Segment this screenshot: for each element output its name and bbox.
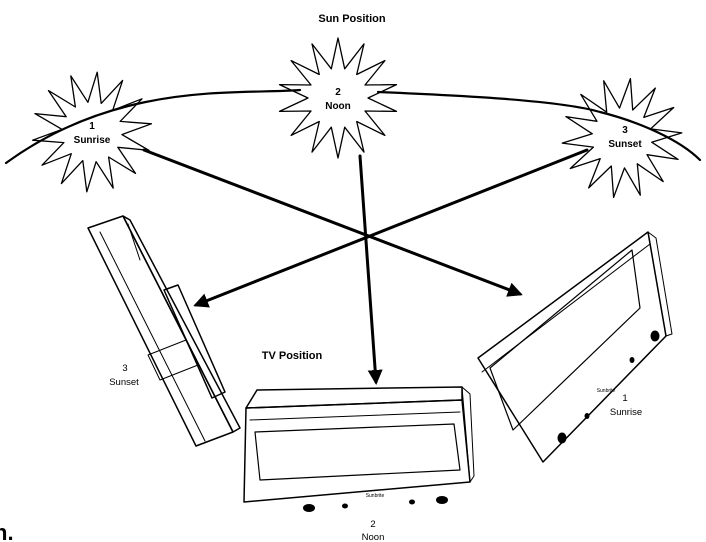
sun-sunrise-label: Sunrise: [74, 135, 111, 146]
sun-sunrise-icon: [31, 71, 153, 193]
tv-sunrise-brand: Sunbrite: [597, 388, 616, 394]
tv-noon-button-icon: [303, 504, 315, 512]
tv-noon-button-icon: [436, 496, 448, 504]
tv-sunrise-button-icon: [629, 357, 635, 363]
tv-sunrise-button-icon: [584, 413, 590, 419]
sun-path-arc: [4, 88, 702, 165]
sun-noon-number: 2: [335, 87, 341, 98]
sun-noon: 2 Noon: [278, 37, 398, 159]
sun-noon-label: Noon: [325, 101, 351, 112]
tv-position-title: TV Position: [262, 350, 323, 362]
tv-sunrise-button-icon: [650, 330, 660, 342]
arrow-noon-to-tv2: [358, 154, 383, 385]
tv-sunrise: Sunbrite: [477, 231, 673, 463]
sun-noon-icon: [278, 37, 398, 159]
sun-position-title: Sun Position: [318, 13, 386, 25]
sun-sunrise: 1 Sunrise: [31, 71, 153, 193]
tv-noon-brand: Sunbrite: [366, 493, 385, 499]
tv-sunset: [87, 215, 241, 447]
tv-sunset-label: Sunset: [109, 377, 139, 388]
tv-sunrise-button-icon: [557, 432, 567, 444]
tv-noon-number: 2: [370, 519, 375, 530]
tv-noon-label: Noon: [362, 532, 385, 542]
sun-sunrise-number: 1: [89, 121, 95, 132]
arrow-sunrise-to-tv1: [142, 148, 523, 297]
cropped-edge-text: n.: [0, 520, 14, 542]
sun-sunset-icon: [561, 77, 683, 199]
sun-sunset: 3 Sunset: [561, 77, 683, 199]
tv-sunset-number: 3: [122, 363, 127, 374]
sun-sunset-label: Sunset: [608, 139, 642, 150]
tv-noon: Sunbrite: [243, 386, 475, 512]
tv-noon-button-icon: [342, 503, 348, 509]
arrow-sunset-to-tv3: [193, 148, 589, 308]
sun-sunset-number: 3: [622, 125, 628, 136]
tv-noon-button-icon: [409, 499, 415, 505]
tv-sunrise-label: Sunrise: [610, 407, 642, 418]
tv-sunrise-number: 1: [622, 393, 627, 404]
